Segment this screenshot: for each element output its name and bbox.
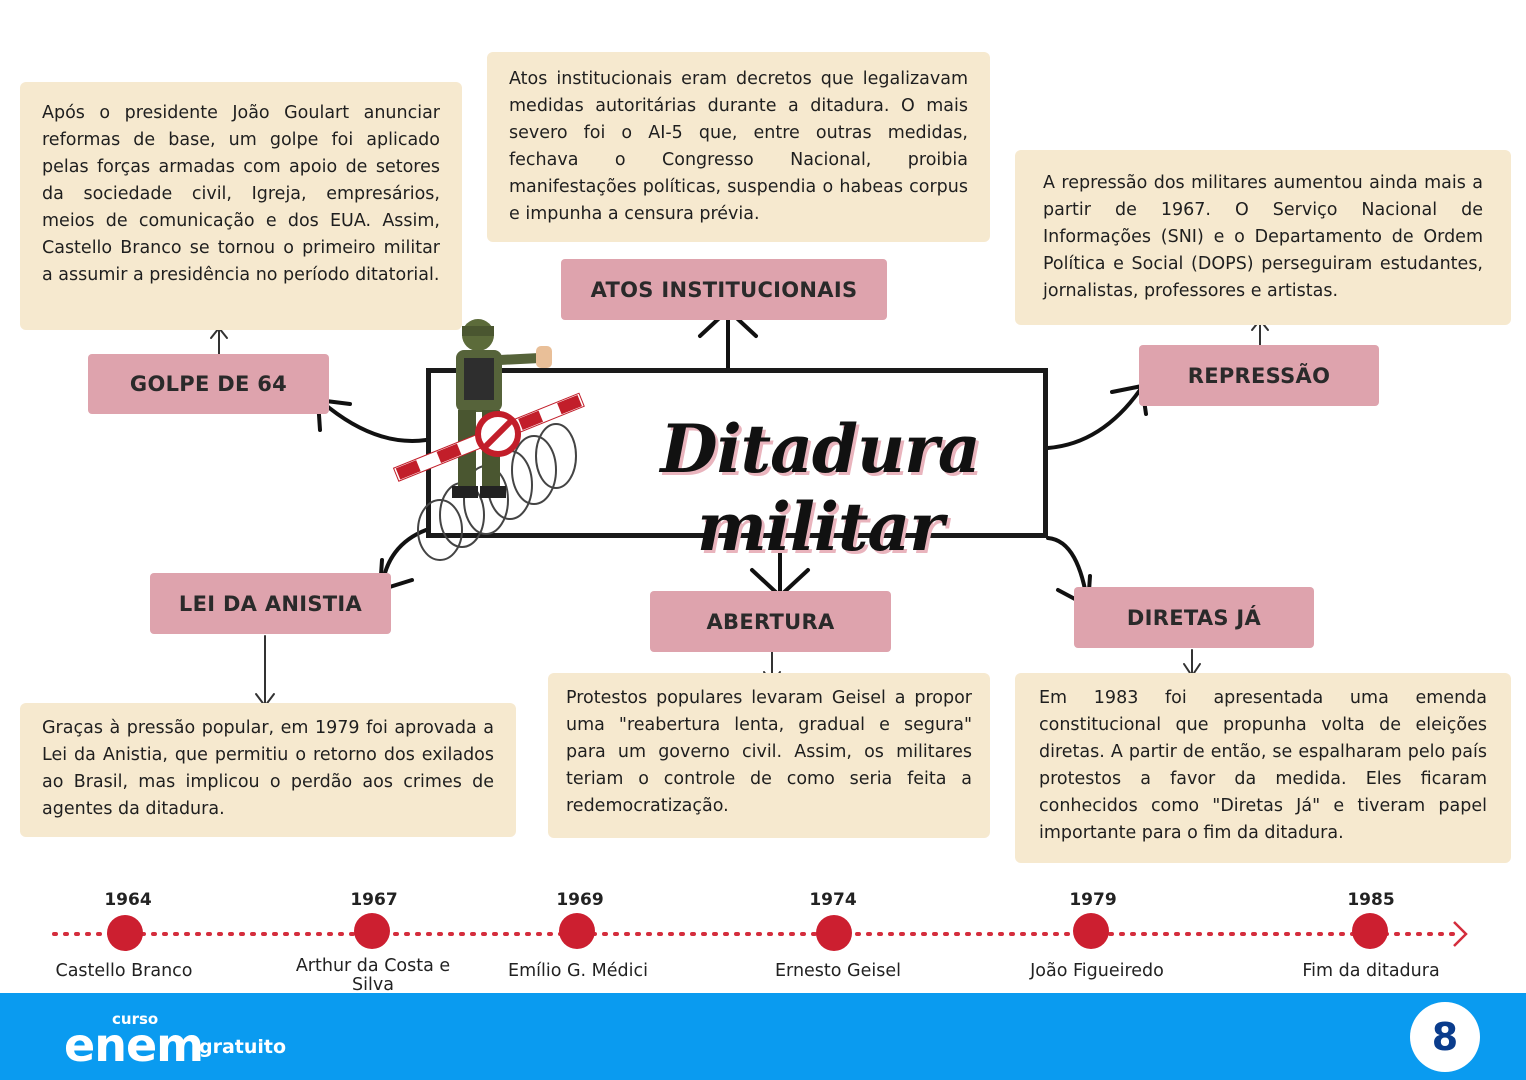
page-title: Ditadura militar <box>660 410 980 566</box>
logo-gratuito-text: gratuito <box>199 1036 287 1058</box>
page-number: 8 <box>1410 1002 1480 1072</box>
abertura-description: Protestos populares levaram Geisel a pro… <box>548 673 990 838</box>
repressao-description: A repressão dos militares aumentou ainda… <box>1015 150 1511 325</box>
abertura-tag: ABERTURA <box>650 591 891 652</box>
timeline-year: 1967 <box>350 890 398 910</box>
atos-tag: ATOS INSTITUCIONAIS <box>561 259 887 320</box>
timeline-event: João Figueiredo <box>1030 961 1164 981</box>
golpe-description: Após o presidente João Goulart anunciar … <box>20 82 462 330</box>
timeline-year: 1979 <box>1069 890 1117 910</box>
timeline-dot-1979 <box>1073 913 1109 949</box>
timeline-event: Emílio G. Médici <box>508 961 648 981</box>
timeline-event: Fim da ditadura <box>1302 961 1440 981</box>
repressao-tag: REPRESSÃO <box>1139 345 1379 406</box>
logo-curso-text: curso <box>112 1010 159 1028</box>
anistia-description: Graças à pressão popular, em 1979 foi ap… <box>20 703 516 837</box>
logo-enem-text: enem <box>64 1018 204 1072</box>
golpe-tag: GOLPE DE 64 <box>88 354 329 414</box>
diretas-description: Em 1983 foi apresentada uma emenda const… <box>1015 673 1511 863</box>
timeline-dot-1964 <box>107 915 143 951</box>
timeline-dot-1974 <box>816 915 852 951</box>
anistia-tag: LEI DA ANISTIA <box>150 573 391 634</box>
timeline-year: 1974 <box>809 890 857 910</box>
timeline-year: 1969 <box>556 890 604 910</box>
timeline-event: Castello Branco <box>55 961 193 981</box>
timeline-event: Arthur da Costa e Silva <box>295 956 451 995</box>
timeline-dot-1967 <box>354 913 390 949</box>
timeline-event: Ernesto Geisel <box>775 961 901 981</box>
atos-description: Atos institucionais eram decretos que le… <box>487 52 990 242</box>
timeline-dot-1969 <box>559 913 595 949</box>
footer-bar <box>0 993 1526 1080</box>
timeline-dot-1985 <box>1352 913 1388 949</box>
central-title-box <box>426 368 1048 538</box>
timeline-year: 1985 <box>1347 890 1395 910</box>
diretas-tag: DIRETAS JÁ <box>1074 587 1314 648</box>
timeline-year: 1964 <box>104 890 152 910</box>
